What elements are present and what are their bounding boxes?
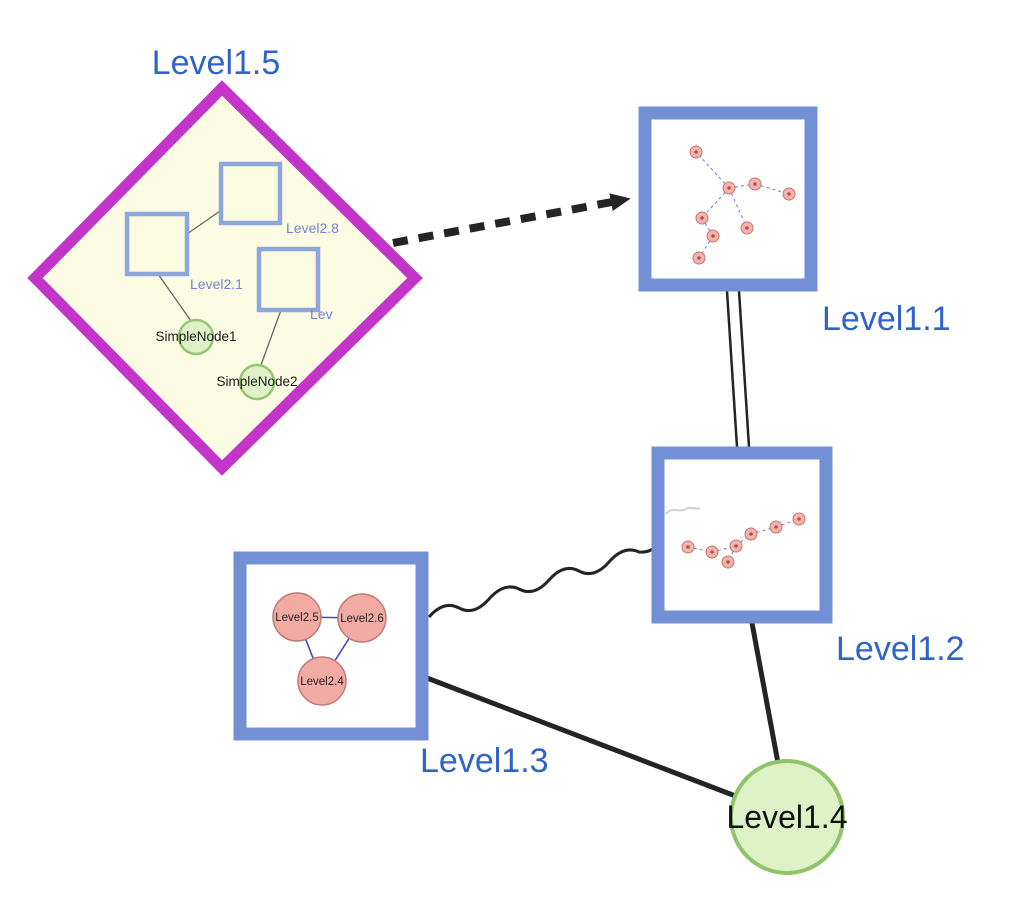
node-label-level1-4: Level1.4 (727, 799, 848, 835)
node-level2-4[interactable] (297, 656, 347, 706)
node-simplenode1[interactable] (177, 318, 215, 356)
level1-1-frame[interactable] (638, 106, 818, 292)
level1-3-frame[interactable] (233, 551, 429, 741)
level1-2-frame[interactable] (651, 446, 833, 624)
node-level2-1[interactable] (124, 211, 190, 277)
diamond-shape[interactable] (27, 80, 423, 476)
level1-1-inner-edges (695, 151, 790, 259)
node-label-level1-3: Level1.3 (420, 742, 549, 780)
edge-level11-level12[interactable] (725, 290, 751, 448)
edge-level2-1-simplenode1 (157, 273, 192, 322)
edge-level12-level14[interactable] (749, 622, 781, 764)
level1-1-inner-nodes[interactable] (689, 145, 796, 265)
node-lev[interactable] (256, 246, 321, 313)
node-level1-3[interactable]: Level2.5 Level2.6 Level2.4 (233, 551, 429, 741)
node-label-level1-1: Level1.1 (822, 300, 951, 338)
node-label-level2-5: Level2.5 (275, 612, 318, 624)
node-level1-5[interactable]: Level2.1 Level2.8 Lev SimpleNode1 Simple… (27, 80, 423, 476)
node-label-level2-1: Level2.1 (190, 276, 243, 292)
node-label-level2-4: Level2.4 (300, 676, 344, 688)
node-level1-1[interactable] (638, 106, 818, 292)
level1-4-circle[interactable] (729, 759, 845, 875)
node-level2-8[interactable] (218, 161, 283, 226)
node-label-simplenode1: SimpleNode1 (155, 329, 236, 344)
node-simplenode2[interactable] (238, 363, 276, 401)
node-level2-5[interactable] (272, 592, 322, 642)
node-label-level2-6: Level2.6 (340, 613, 383, 625)
node-level2-6[interactable] (337, 593, 387, 643)
node-label-level2-8: Level2.8 (286, 220, 339, 236)
node-label-lev: Lev (310, 306, 333, 322)
level1-2-inner-nodes[interactable] (681, 512, 806, 569)
edge-level2-1-level2-8 (186, 208, 224, 235)
node-label-simplenode2: SimpleNode2 (216, 374, 297, 389)
background-scribble (665, 506, 701, 515)
edge-level13-level14[interactable] (426, 675, 739, 800)
edge-level13-level12[interactable] (427, 545, 657, 619)
node-level1-4[interactable]: Level1.4 (727, 759, 848, 875)
node-level1-2[interactable] (651, 446, 833, 624)
edge-level15-level11[interactable] (392, 193, 631, 247)
edge-lev-simplenode2 (260, 309, 282, 366)
node-label-level1-2: Level1.2 (836, 630, 965, 668)
node-label-level1-5: Level1.5 (152, 44, 281, 82)
